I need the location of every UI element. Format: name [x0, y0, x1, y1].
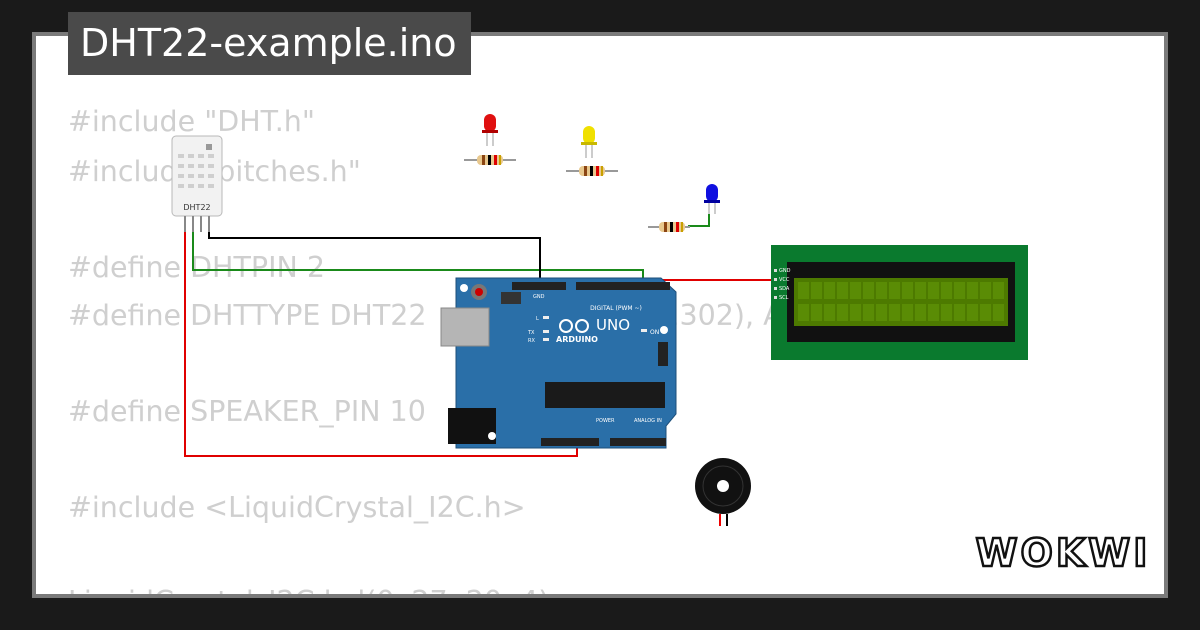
atmega-chip: [545, 382, 665, 408]
buzzer[interactable]: [695, 458, 751, 526]
uno-label: UNO: [596, 316, 630, 334]
wire-blue-led[interactable]: [688, 214, 710, 227]
usb-connector: [440, 307, 490, 347]
arduino-brand: ARDUINO: [556, 335, 598, 344]
on-label: ON: [650, 329, 659, 336]
led-red[interactable]: [482, 114, 498, 146]
code-line-1: #include "DHT.h": [68, 105, 315, 138]
digital-label: DIGITAL (PWM ~): [590, 305, 642, 312]
code-line-11: LiquidCrystal_I2C lcd(0x27, 20, 4);: [68, 586, 559, 595]
power-label: POWER: [596, 418, 615, 424]
rx-label: RX: [528, 338, 535, 344]
gnd-label: GND: [533, 294, 545, 300]
analog-label: ANALOG IN: [634, 418, 662, 424]
arduino-logo: [559, 319, 573, 333]
l-label: L: [536, 316, 539, 322]
resistor-blue[interactable]: [648, 222, 690, 232]
digital-header: [576, 282, 670, 290]
resistor-yellow[interactable]: [566, 166, 618, 176]
lcd-pin-scl: SCL: [779, 295, 789, 301]
lcd-display[interactable]: GND VCC SDA SCL: [771, 245, 1028, 360]
arduino-uno[interactable]: GND DIGITAL (PWM ~) L TX RX ON UNO ARDUI…: [440, 277, 677, 449]
circuit-diagram: DHT22: [171, 114, 1028, 526]
code-line-4: #define DHTPIN 2: [68, 251, 326, 284]
lcd-pin-vcc: VCC: [779, 277, 790, 283]
code-line-7: #define SPEAKER_PIN 10: [68, 395, 426, 428]
lcd-characters: [798, 282, 1004, 321]
lcd-pin-gnd: GND: [779, 268, 791, 274]
resistor-red[interactable]: [464, 155, 516, 165]
wokwi-logo: WOKWI: [975, 530, 1151, 577]
dht22-sensor[interactable]: DHT22: [171, 135, 223, 232]
code-line-9: #include <LiquidCrystal_I2C.h>: [68, 491, 526, 524]
led-blue[interactable]: [704, 184, 720, 214]
lcd-pin-sda: SDA: [779, 286, 790, 292]
power-jack: [448, 408, 496, 444]
wire-black[interactable]: [208, 230, 541, 284]
dht22-label: DHT22: [183, 203, 210, 212]
wire-green[interactable]: [192, 230, 644, 284]
led-yellow[interactable]: [581, 126, 597, 158]
wokwi-logo-text: WOKWI: [976, 531, 1151, 575]
simulation-canvas[interactable]: #include "DHT.h" #include "pitches.h" #d…: [36, 36, 1164, 594]
file-title: DHT22-example.ino: [68, 12, 471, 75]
tx-label: TX: [527, 330, 535, 336]
